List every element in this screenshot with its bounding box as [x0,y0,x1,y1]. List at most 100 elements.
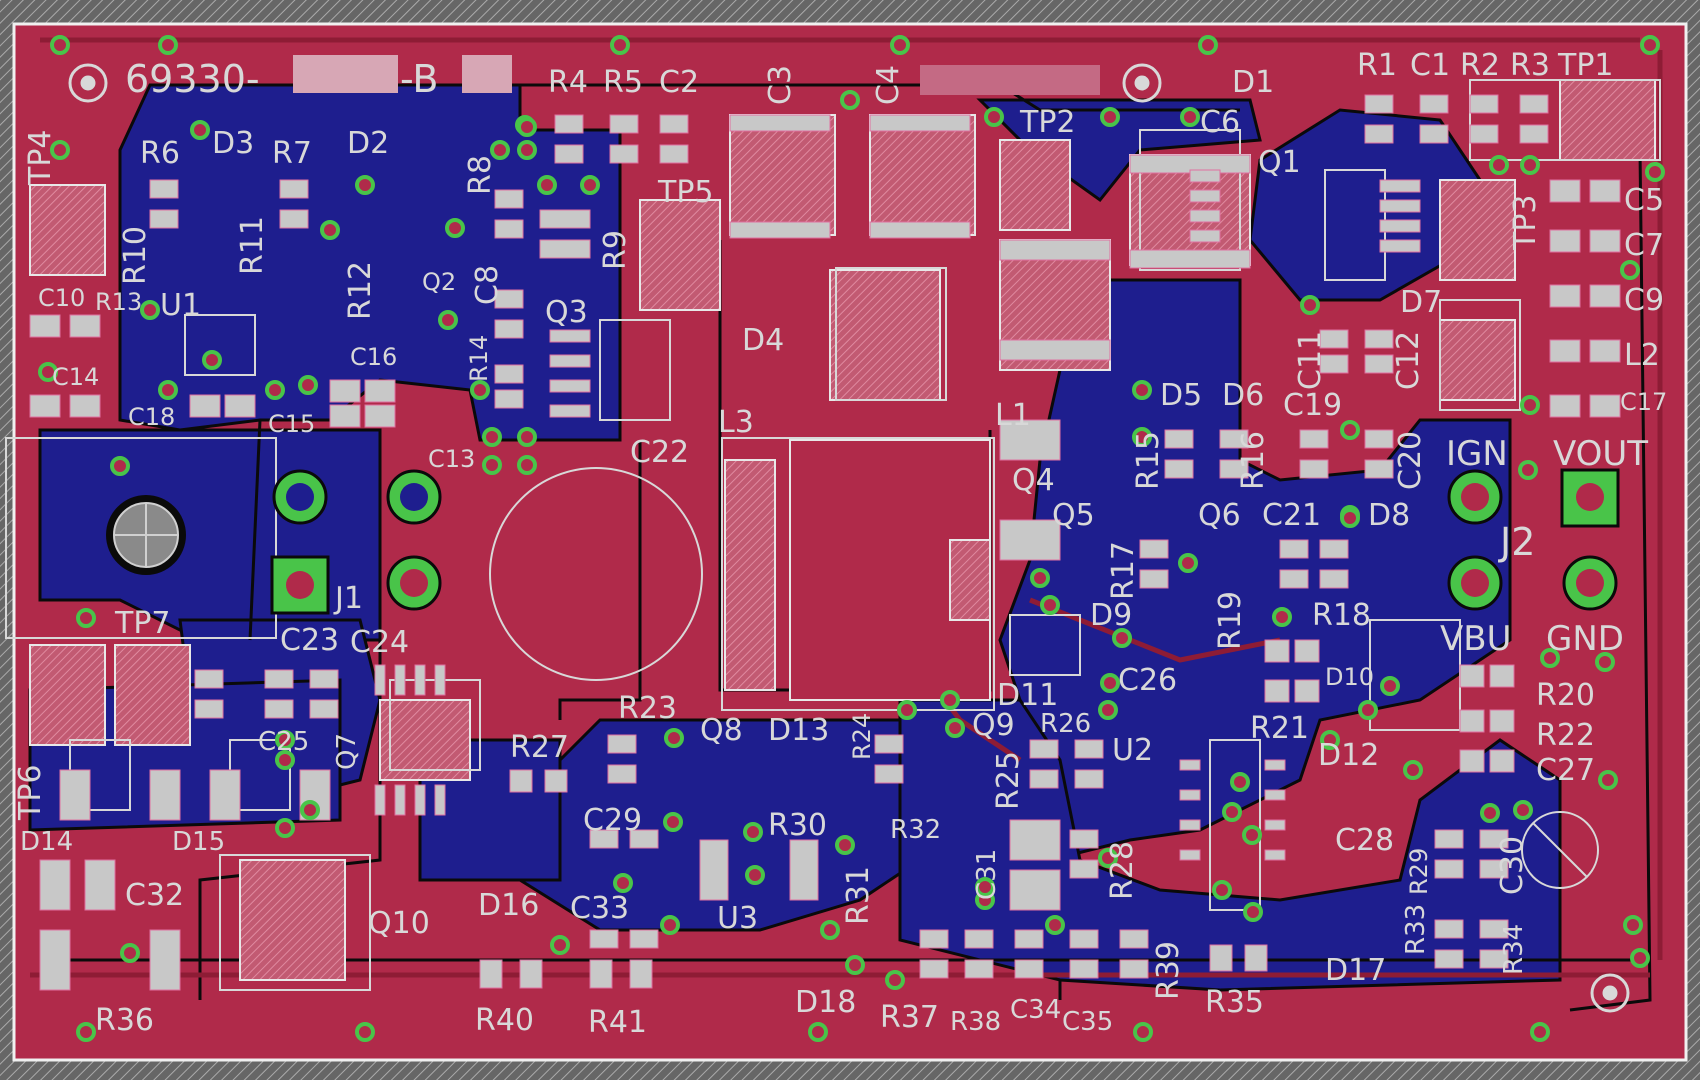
label-c5: C5 [1624,183,1664,218]
label-d10: D10 [1325,663,1374,691]
label-d5: D5 [1160,378,1202,413]
via [1132,427,1152,447]
label-c20: C20 [1393,431,1428,490]
label-j2: J2 [1498,520,1535,564]
label-d8: D8 [1368,498,1410,533]
via [835,835,855,855]
label-r4: R4 [548,65,588,100]
label-j1: J1 [333,581,363,616]
label-d15: D15 [172,827,225,857]
smd-pads [29,94,1621,991]
label-r19: R19 [1213,591,1248,650]
via [1198,35,1218,55]
label-r11: R11 [235,216,270,275]
via [537,175,557,195]
vias [38,35,1665,1042]
label-r14: R14 [465,335,493,382]
label-d6: D6 [1222,378,1264,413]
via [300,800,320,820]
via [470,380,490,400]
via [120,943,140,963]
via [1100,673,1120,693]
via [517,455,537,475]
label-c26: C26 [1118,663,1177,698]
via [1358,700,1378,720]
via [490,140,510,160]
label-ign: IGN [1446,434,1508,474]
label-r21: R21 [1250,711,1309,746]
via [1623,915,1643,935]
label-q1: Q1 [1258,145,1301,180]
label-c7: C7 [1624,228,1664,263]
via [445,218,465,238]
via [76,608,96,628]
via [984,107,1004,127]
label-c31: C31 [972,849,1002,900]
via [1230,772,1250,792]
via [1300,295,1320,315]
via [1530,1022,1550,1042]
via [110,456,130,476]
label-c32: C32 [125,878,184,913]
label-q8: Q8 [700,713,743,748]
label-r41: R41 [588,1005,647,1040]
label-c17: C17 [1620,388,1667,416]
via [1100,107,1120,127]
via [664,728,684,748]
via [1040,595,1060,615]
via [1098,848,1118,868]
label-tp1: TP1 [1557,48,1614,83]
label-q6: Q6 [1198,498,1241,533]
label-c8: C8 [470,265,505,305]
label-c19: C19 [1283,388,1342,423]
label-c21: C21 [1262,498,1321,533]
label-r8: R8 [463,155,498,195]
label-r33: R33 [1401,904,1431,955]
via [743,822,763,842]
label-d7: D7 [1400,285,1442,320]
label-d16: D16 [478,888,539,923]
label-gnd: GND [1546,619,1624,659]
label-r38: R38 [950,1007,1001,1037]
designator-labels: TP4 R6 D3 R7 D2 R4 R5 C2 C3 C4 D1 R1 C1 … [13,48,1667,1040]
label-d14: D14 [20,827,73,857]
via [1132,380,1152,400]
via [885,970,905,990]
via [1520,395,1540,415]
via [660,915,680,935]
label-r7: R7 [272,136,312,171]
label-r20: R20 [1536,678,1595,713]
via [50,140,70,160]
via [517,117,537,137]
label-q5: Q5 [1052,498,1095,533]
label-r6: R6 [140,136,180,171]
via [438,310,458,330]
label-q3: Q3 [545,295,588,330]
via [355,1022,375,1042]
via [745,865,765,885]
component-bodies [29,79,1656,981]
label-r22: R22 [1536,718,1595,753]
label-c22: C22 [630,435,689,470]
via [158,35,178,55]
via [840,90,860,110]
label-q4: Q4 [1012,463,1055,498]
through-hole-pads [106,468,1620,615]
via [945,718,965,738]
label-r13: R13 [95,288,142,316]
label-vbu: VBU [1440,619,1511,659]
via [275,818,295,838]
fiducials [68,63,1630,1013]
redacted-block [920,65,1100,95]
label-c34: C34 [1010,995,1061,1025]
label-q2: Q2 [422,268,456,296]
via [482,427,502,447]
label-c4: C4 [871,65,906,105]
via [1403,760,1423,780]
label-c16: C16 [350,343,397,371]
label-r1: R1 [1357,48,1397,83]
label-u1: U1 [160,288,201,323]
label-c33: C33 [570,891,629,926]
via [140,300,160,320]
label-l3: L3 [718,405,754,440]
